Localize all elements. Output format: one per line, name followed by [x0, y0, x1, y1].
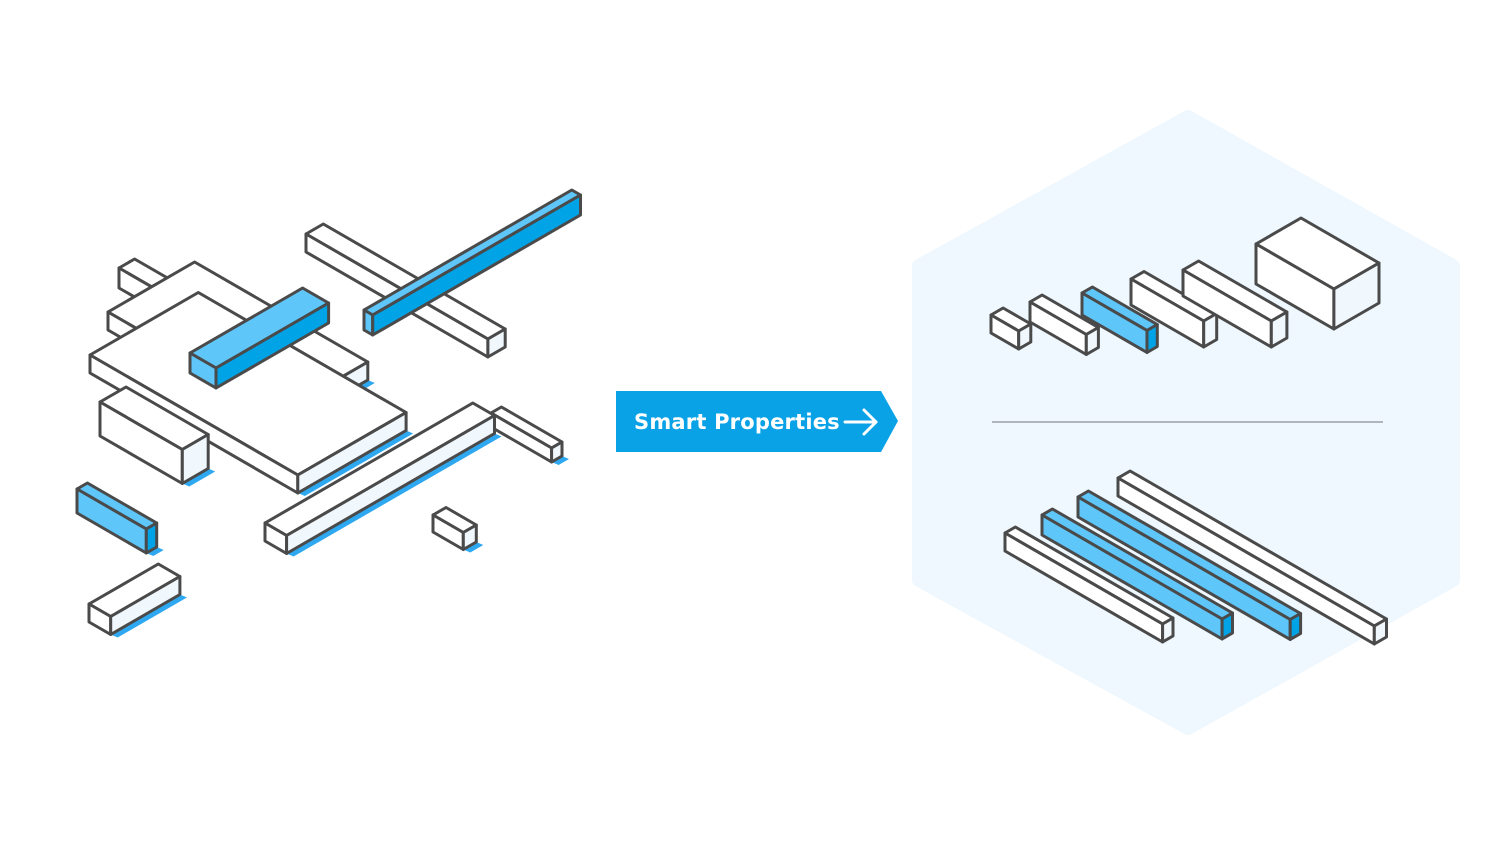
sorted-blocks — [989, 216, 1388, 646]
block-side — [1372, 617, 1388, 646]
block-side — [1145, 323, 1159, 354]
block-side — [1288, 612, 1303, 641]
block-shadow — [286, 433, 502, 557]
blue-beam — [188, 286, 331, 390]
block-top — [362, 188, 582, 317]
block-shadow — [551, 456, 569, 465]
block-side — [1269, 310, 1289, 349]
blue-beam — [362, 188, 582, 337]
block-side — [461, 523, 478, 551]
small-white-block — [87, 562, 187, 638]
block-side — [214, 301, 331, 390]
block-side — [109, 575, 182, 636]
block-side — [486, 327, 507, 359]
block-side — [1202, 312, 1219, 349]
block-side — [1084, 326, 1100, 356]
block-side — [371, 193, 582, 337]
banner-shape — [616, 391, 898, 452]
block-side — [144, 521, 159, 555]
block-side — [296, 411, 408, 495]
right-arrow-icon — [843, 408, 878, 436]
sorted-block — [1129, 270, 1219, 349]
block-shadow — [146, 547, 164, 556]
sorted-bar — [1040, 507, 1234, 641]
block-side — [1332, 261, 1381, 331]
block-side — [1161, 616, 1175, 644]
block-shadow — [297, 430, 414, 496]
sorted-block — [1254, 216, 1381, 331]
block-top — [304, 222, 507, 341]
blue-block — [75, 481, 164, 556]
sorted-bar — [1116, 469, 1388, 646]
long-white-block — [263, 401, 502, 557]
block-side — [1220, 611, 1234, 641]
white-cube-block — [98, 385, 216, 487]
small-white-block — [489, 405, 569, 465]
block-side — [550, 440, 564, 464]
large-white-slab — [88, 291, 414, 496]
block-shadow — [110, 594, 187, 638]
sorted-block — [1028, 293, 1100, 356]
unsorted-blocks — [75, 188, 582, 638]
sorted-bar — [1076, 489, 1303, 641]
sorted-bar — [1003, 525, 1175, 644]
block-side — [285, 414, 496, 555]
smart-properties-label: Smart Properties — [634, 410, 840, 434]
block-shadow — [463, 542, 484, 553]
smart-properties-banner — [616, 391, 898, 452]
block-side — [180, 433, 210, 485]
block-shadow — [182, 468, 216, 487]
sorted-block — [989, 306, 1033, 351]
sorted-block — [1181, 259, 1289, 349]
sorted-block — [1080, 285, 1159, 354]
small-white-block — [431, 506, 484, 553]
